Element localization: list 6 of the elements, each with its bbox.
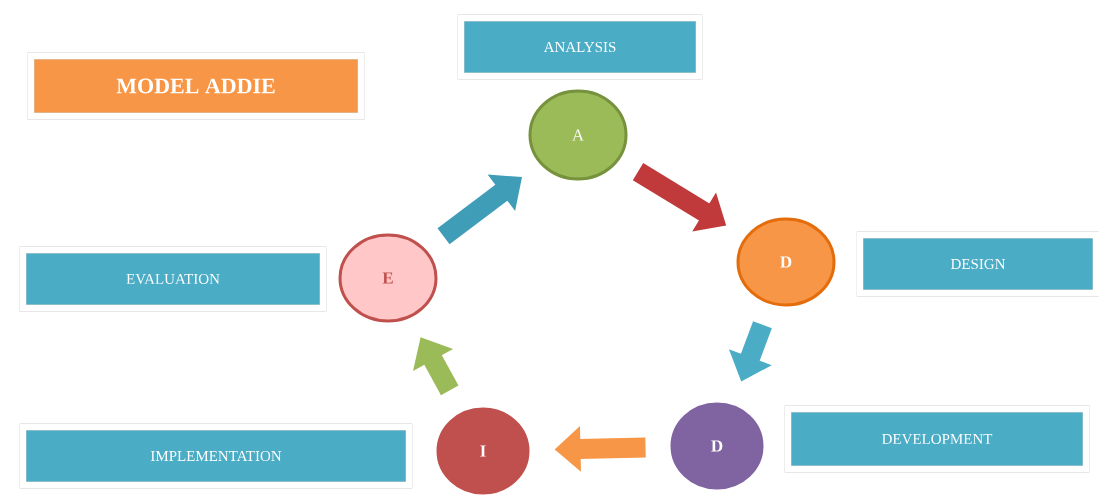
- stage-box: IMPLEMENTATION: [19, 423, 413, 489]
- stage-box: ANALYSIS: [457, 14, 703, 80]
- stage-box: DESIGN: [856, 231, 1099, 297]
- stage-box: DEVELOPMENT: [784, 405, 1090, 473]
- stage-box: EVALUATION: [19, 246, 327, 312]
- title-box: MODEL ADDIE: [27, 52, 365, 120]
